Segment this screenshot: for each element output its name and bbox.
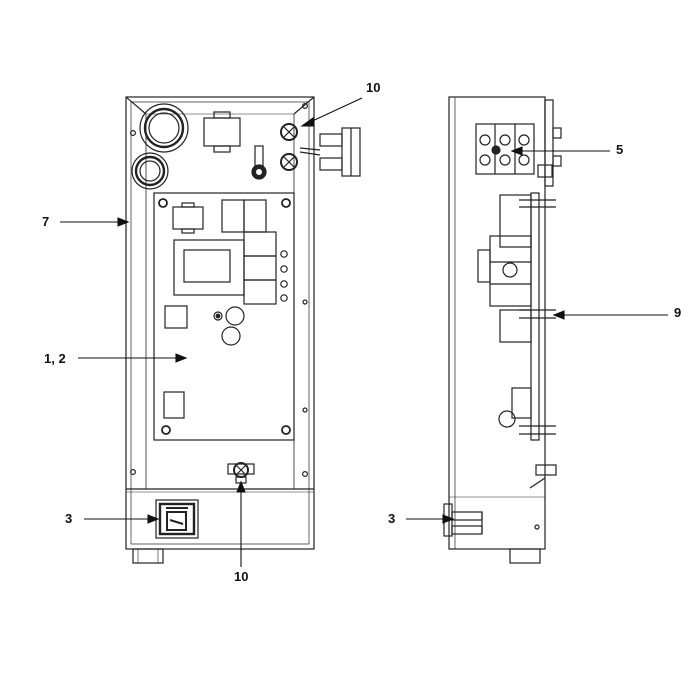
relay-2	[243, 199, 267, 233]
front-view	[125, 96, 361, 564]
callout-10-bottom: 10	[234, 569, 249, 584]
callout-5: 5	[616, 142, 624, 157]
front-housing	[125, 96, 315, 550]
top-connector-block	[203, 117, 241, 147]
pcb-board	[153, 192, 295, 441]
standoff-top	[519, 199, 556, 208]
callout-1-2: 1, 2	[44, 351, 66, 366]
callout-7: 7	[42, 214, 50, 229]
callout-3-side: 3	[388, 511, 396, 526]
callout-3-front: 3	[65, 511, 73, 526]
side-view	[443, 96, 562, 564]
fuse-holder-top	[280, 123, 298, 171]
standoff-bottom	[519, 425, 556, 435]
relay-3	[243, 231, 277, 257]
callout-10-top: 10	[366, 80, 381, 95]
standoff-mid	[519, 309, 556, 319]
pcb-edge	[530, 192, 540, 441]
ground-stud	[251, 145, 267, 180]
side-housing	[448, 96, 546, 550]
cable-gland-large	[139, 103, 189, 153]
power-switch	[155, 499, 199, 539]
leader-lines	[60, 97, 668, 567]
cable-gland-small	[131, 152, 169, 190]
terminal-block	[475, 123, 535, 175]
fuse-holder-bottom	[227, 462, 255, 484]
power-plug-side	[299, 127, 361, 177]
relay-1	[221, 199, 245, 233]
front-foot	[132, 548, 164, 564]
relay-4	[243, 255, 277, 281]
relay-5	[243, 279, 277, 305]
pcb-connector	[172, 206, 204, 230]
side-foot	[509, 548, 541, 564]
front-housing-inner	[130, 101, 310, 545]
callout-9: 9	[674, 305, 682, 320]
